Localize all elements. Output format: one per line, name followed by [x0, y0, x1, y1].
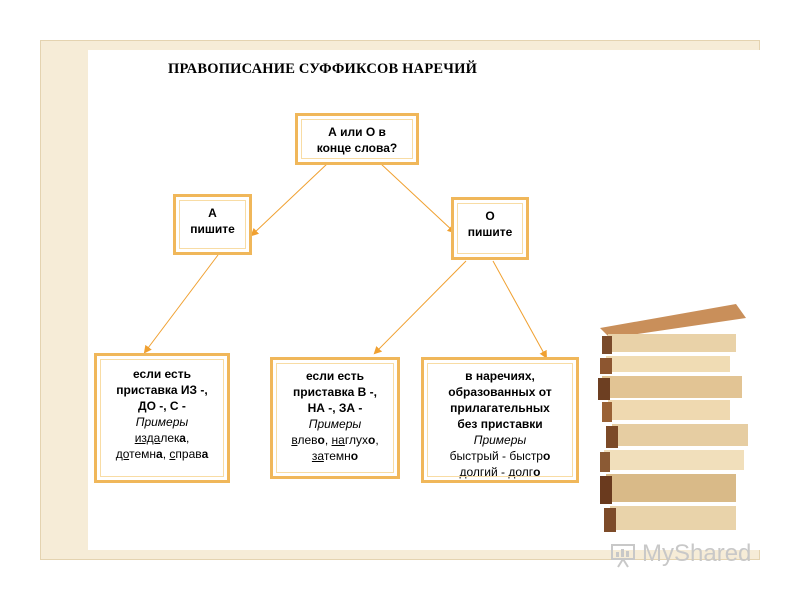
- question-line-2: конце слова?: [316, 141, 398, 155]
- rule1-ex1-stem: лек: [160, 431, 180, 445]
- rule2-ex2-stem: глух: [344, 433, 368, 447]
- rule3-ex1-suffix: о: [542, 449, 551, 463]
- rule2-ex3-suffix: о: [350, 449, 359, 463]
- rule1-ex2-stem: темн: [129, 447, 157, 461]
- rule1-ex1-prefix: изда: [134, 431, 161, 445]
- rule1-ex3-prefix: с: [169, 447, 176, 461]
- rule3-box: в наречиях, образованных от прилагательн…: [421, 357, 579, 483]
- rule3-ex2-suffix: о: [533, 465, 541, 479]
- rule3-line-2: образованных от: [448, 385, 552, 399]
- rule2-line-3: НА -, ЗА -: [307, 401, 363, 415]
- rule1-ex2-prefix: до: [115, 447, 130, 461]
- rule2-example-line-2: затемно: [273, 448, 397, 464]
- rule3-ex1-words: быстрый - быстр: [449, 449, 543, 463]
- rule3-example-line-1: быстрый - быстро: [424, 448, 576, 464]
- rule2-example-line-1: влево, наглухо,: [273, 432, 397, 448]
- rule1-ex3-suffix: а: [201, 447, 209, 461]
- arrow-o-to-rule2: [373, 260, 467, 355]
- rule2-box: если есть приставка В -, НА -, ЗА - Прим…: [270, 357, 400, 479]
- rule2-examples-label: Примеры: [308, 417, 362, 431]
- rule3-example-line-2: долгий - долго: [424, 464, 576, 480]
- rule1-example-line-1: издалека,: [97, 430, 227, 446]
- box-a-letter: А: [208, 206, 217, 220]
- watermark-text: MyShared: [642, 540, 752, 567]
- rule2-ex2-prefix: на: [331, 433, 345, 447]
- rule1-ex3-stem: прав: [175, 447, 202, 461]
- rule1-ex1-sep: ,: [185, 431, 190, 445]
- rule2-line-1: если есть: [306, 369, 364, 383]
- rule1-line-2: приставка ИЗ -,: [116, 383, 208, 397]
- rule2-ex3-prefix: за: [311, 449, 324, 463]
- rule2-ex1-suffix: о: [317, 433, 325, 447]
- rule2-ex1-stem: лев: [297, 433, 318, 447]
- rule2-ex3-stem: темн: [323, 449, 351, 463]
- arrow-a-to-rule1: [143, 254, 219, 354]
- rule2-ex1-sep: ,: [324, 433, 332, 447]
- rule1-ex2-sep: ,: [162, 447, 170, 461]
- box-a-label: пишите: [190, 222, 235, 236]
- arrow-question-to-a: [250, 162, 329, 237]
- arrow-question-to-o: [379, 162, 456, 234]
- rule3-ex2-words: долгий - долг: [459, 465, 534, 479]
- myshared-logo-icon: [611, 544, 635, 568]
- box-o-write: О пишите: [451, 197, 529, 260]
- arrow-o-to-rule3: [492, 260, 547, 359]
- rule1-line-3: ДО -, С -: [138, 399, 186, 413]
- box-o-letter: О: [485, 209, 495, 223]
- rule2-line-2: приставка В -,: [293, 385, 377, 399]
- rule1-example-line-2: дотемна, справа: [97, 446, 227, 462]
- question-box: А или О в конце слова?: [295, 113, 419, 165]
- books-stack-image: [598, 304, 748, 532]
- rule2-ex2-sep: ,: [375, 433, 379, 447]
- rule1-box: если есть приставка ИЗ -, ДО -, С - Прим…: [94, 353, 230, 483]
- rule2-ex1-prefix: в: [291, 433, 298, 447]
- rule2-ex2-suffix: о: [367, 433, 376, 447]
- rule1-ex2-suffix: а: [156, 447, 163, 461]
- rule3-line-3: прилагательных: [450, 401, 550, 415]
- rule3-line-4: без приставки: [457, 417, 543, 431]
- rule3-examples-label: Примеры: [473, 433, 527, 447]
- box-a-write: А пишите: [173, 194, 252, 255]
- rule1-line-1: если есть: [133, 367, 191, 381]
- box-o-label: пишите: [467, 225, 513, 239]
- slide-title: ПРАВОПИСАНИЕ СУФФИКСОВ НАРЕЧИЙ: [168, 61, 478, 77]
- question-line-1: А или О в: [328, 125, 386, 139]
- rule1-ex1-suffix: а: [179, 431, 186, 445]
- rule3-line-1: в наречиях,: [465, 369, 535, 383]
- rule1-examples-label: Примеры: [135, 415, 189, 429]
